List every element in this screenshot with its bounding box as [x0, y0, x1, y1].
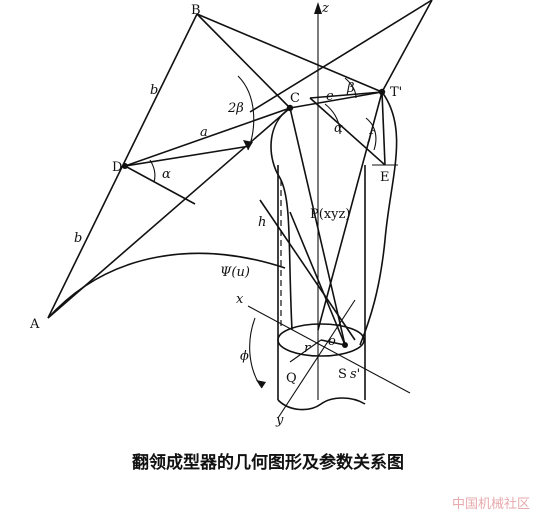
label-O: o: [328, 334, 336, 349]
edge-C-topright: [249, 0, 433, 113]
label-E: E: [380, 170, 390, 185]
edge-D-fold: [124, 165, 196, 205]
label-e: e: [326, 89, 334, 104]
label-Q: Q: [286, 371, 297, 386]
line-T-O: [317, 91, 383, 331]
diagram-caption: 翻领成型器的几何图形及参数关系图: [132, 452, 404, 473]
x-axis: [247, 305, 411, 394]
edge-D-C: [124, 107, 291, 167]
collar-right-curve: [359, 91, 398, 346]
label-beta: β: [346, 81, 355, 96]
radius-line: [320, 339, 346, 346]
line-h-S: [259, 199, 356, 341]
line-C-S: [289, 107, 346, 346]
z-axis-arrow: [314, 2, 322, 14]
phi-arrow: [256, 380, 266, 388]
label-z-axis: z: [321, 1, 329, 16]
watermark: 中国机械社区: [452, 496, 530, 512]
alpha-D-arc: [149, 159, 156, 183]
label-a: a: [200, 125, 208, 140]
curve-A-collar: [47, 252, 286, 319]
edge-T-topright: [381, 0, 433, 93]
edge-C-T: [289, 91, 383, 109]
f-arc: [365, 117, 377, 151]
point-T-dot: [378, 88, 386, 96]
label-alpha-C: α: [334, 121, 343, 136]
beta-arc: [344, 77, 357, 99]
radius-r: [289, 339, 322, 363]
point-C-dot: [286, 104, 294, 112]
cylinder-ellipse: [277, 323, 365, 357]
label-y-axis: y: [275, 413, 284, 428]
collar-left-curve: [270, 107, 293, 331]
label-B: B: [191, 3, 201, 18]
label-psi: Ψ(u): [220, 265, 250, 280]
label-h: h: [258, 215, 266, 230]
cylinder-bottom: [277, 397, 366, 411]
point-S-dot: [342, 342, 348, 348]
point-D-dot: [122, 163, 128, 169]
edge-B-T: [196, 13, 383, 93]
label-two-beta: 2β: [227, 101, 244, 116]
phi-arc: [249, 317, 263, 389]
alpha-C-arc: [324, 103, 341, 135]
edge-D-alpha: [124, 145, 251, 167]
edge-e: [309, 91, 383, 99]
label-x-axis: x: [236, 292, 244, 307]
label-D: D: [112, 160, 122, 175]
label-alpha-D: α: [162, 167, 171, 182]
label-C: C: [290, 91, 300, 106]
label-r: r: [304, 341, 311, 356]
label-b-top: b: [150, 83, 158, 98]
label-S2: s': [350, 367, 360, 382]
label-phi: ϕ: [240, 349, 249, 364]
label-A: A: [29, 317, 40, 332]
label-P: P(xyz): [310, 207, 350, 222]
line-P-S: [289, 211, 346, 346]
label-f: f: [367, 129, 375, 144]
edge-C-E: [309, 97, 386, 166]
label-S: S: [338, 367, 347, 382]
y-axis: [277, 299, 356, 419]
edge-T-E: [381, 91, 386, 166]
label-T: T': [390, 85, 402, 100]
two-beta-arrow: [243, 140, 253, 150]
edge-B-C: [196, 13, 291, 109]
label-b-bottom: b: [74, 231, 82, 246]
